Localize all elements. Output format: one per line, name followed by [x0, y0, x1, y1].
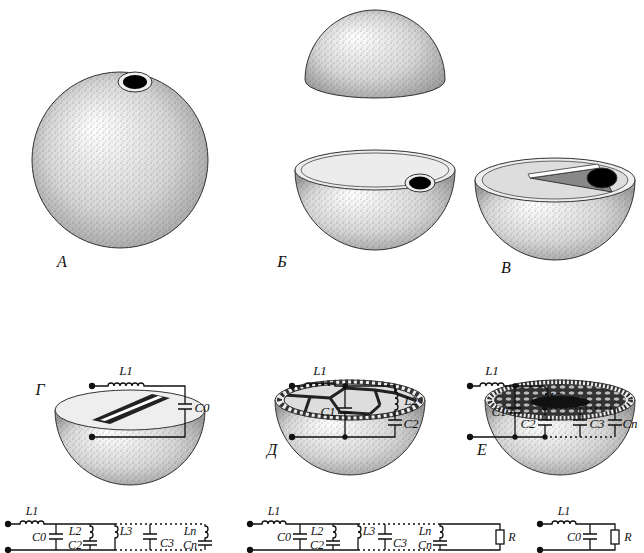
circuit-c-part	[470, 383, 622, 437]
circuit-f	[538, 521, 620, 553]
component-label: C3	[160, 537, 174, 549]
component-label: R	[624, 531, 631, 543]
circuit-a	[90, 383, 193, 440]
circuit-f-part	[538, 522, 543, 527]
circuit-c-part	[513, 435, 517, 439]
component-label: Cn	[418, 539, 432, 551]
sphere-resonator-part	[32, 72, 208, 248]
circuit-b-part	[343, 384, 347, 388]
circuit-e-part	[248, 522, 253, 527]
component-label: Ln	[419, 525, 432, 537]
sphere-resonator-part	[32, 72, 208, 248]
component-label: L2	[311, 525, 324, 537]
circuit-e-part	[248, 548, 253, 553]
component-label: C2	[310, 539, 324, 551]
slot-hemisphere-part	[55, 390, 205, 430]
component-label: C3	[393, 537, 407, 549]
circuit-b-part	[292, 383, 402, 437]
component-label: Cn	[183, 539, 197, 551]
split-sphere-part	[409, 177, 431, 190]
slot-hemisphere-part	[92, 394, 170, 424]
circuit-b-part	[290, 384, 295, 389]
component-label: L3	[120, 525, 133, 537]
circuit-c-part	[468, 435, 473, 440]
cell-hemisphere-part-part	[284, 380, 420, 414]
wedge-hemisphere-part	[482, 161, 628, 199]
component-label: L2	[404, 394, 418, 407]
circuit-c	[468, 383, 623, 440]
panel-letter: Б	[277, 254, 286, 270]
component-label: Ln	[184, 525, 197, 537]
slot-hemisphere-part	[100, 396, 163, 421]
panel-letter: Д	[267, 442, 277, 458]
circuit-c-part	[543, 435, 547, 439]
split-sphere-part	[305, 10, 445, 98]
panel-letter: Г	[35, 382, 44, 398]
cell-hemisphere-part	[284, 380, 420, 414]
circuit-a-part	[90, 435, 95, 440]
component-label: C0	[567, 531, 581, 543]
component-label: C1	[491, 405, 506, 418]
component-label: L1	[485, 364, 499, 377]
component-label: L2	[549, 390, 563, 403]
circuit-d	[6, 521, 213, 553]
component-label: L1	[268, 505, 281, 517]
circuit-a-part	[90, 384, 95, 389]
circuit-d-part	[6, 522, 11, 527]
sphere-resonator-part	[118, 72, 152, 92]
sphere-resonator	[32, 72, 208, 248]
circuit-d-part	[115, 524, 205, 550]
circuit-d-part	[6, 548, 11, 553]
circuit-b-part	[343, 435, 347, 439]
circuit-f-part	[611, 530, 619, 544]
component-label: L1	[558, 505, 571, 517]
component-label: C1	[320, 405, 335, 418]
circuit-a-part	[92, 383, 192, 437]
circuit-f-part	[540, 521, 615, 550]
cell-hemisphere	[275, 380, 425, 475]
panel-letter: А	[57, 254, 67, 270]
circuit-b-part	[290, 435, 295, 440]
wedge-hemisphere-part	[475, 158, 635, 202]
component-label: C0	[32, 531, 46, 543]
component-label: C0	[194, 401, 209, 414]
circuit-e	[248, 521, 505, 553]
component-label: C2	[403, 417, 418, 430]
circuit-d-part	[8, 521, 212, 550]
component-label: L3	[363, 525, 376, 537]
component-label: C3	[589, 417, 604, 430]
circuit-e-part	[496, 530, 504, 544]
fine-cell-hemisphere	[485, 380, 635, 475]
component-label: R	[508, 531, 515, 543]
circuit-c-part	[545, 408, 615, 437]
circuit-c-part	[513, 384, 517, 388]
wedge-hemisphere	[475, 158, 635, 260]
circuit-f-part	[538, 548, 543, 553]
circuit-e-part	[358, 524, 440, 550]
component-label: L1	[313, 364, 327, 377]
split-sphere-part	[305, 10, 445, 98]
panel-letter: В	[501, 260, 511, 276]
circuit-b	[290, 383, 403, 440]
component-label: C2	[520, 417, 535, 430]
component-label: L2	[69, 525, 82, 537]
sphere-resonator-part	[123, 75, 147, 89]
component-label: Cn	[622, 417, 637, 430]
component-label: L1	[26, 505, 39, 517]
circuit-c-part	[543, 406, 547, 410]
split-sphere-part	[405, 174, 435, 192]
circuit-c-part	[468, 384, 473, 389]
panel-letter: Е	[477, 442, 487, 458]
split-sphere	[295, 10, 455, 250]
component-label: C0	[277, 531, 291, 543]
wedge-hemisphere-part	[587, 168, 617, 188]
component-label: C2	[68, 539, 82, 551]
component-label: L1	[119, 364, 133, 377]
circuit-e-part	[250, 521, 500, 550]
